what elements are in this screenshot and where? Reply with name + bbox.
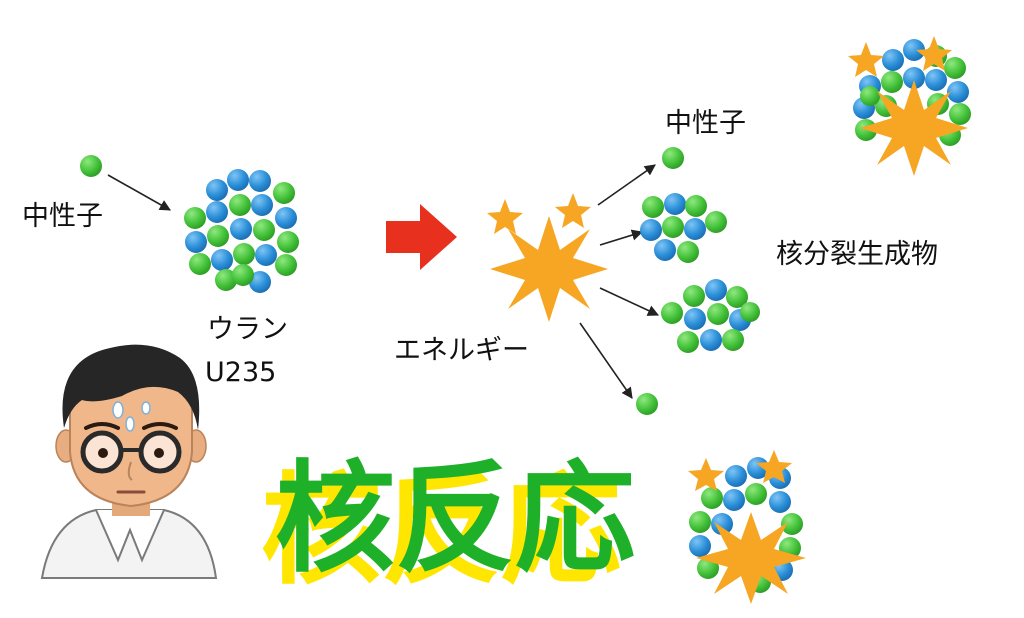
page-title: 核反応 核反応	[261, 450, 635, 601]
arrow-to-neutron-2	[579, 322, 633, 399]
reaction-arrow-icon	[386, 204, 457, 270]
released-neutron-2	[636, 393, 658, 415]
arrow-to-fragment-2	[599, 287, 660, 316]
arrow-to-fragment-1	[599, 229, 644, 246]
uranium-nucleus	[184, 169, 299, 293]
sparkle-star-icon	[487, 199, 523, 234]
label-energy: エネルギー	[394, 335, 529, 366]
released-neutron-1	[662, 147, 684, 169]
sparkle-star-icon	[555, 193, 591, 228]
incoming-arrow	[107, 174, 171, 211]
explosion-burst-icon	[490, 216, 608, 322]
decorative-fission-icon-bottom	[688, 450, 806, 604]
arrow-to-neutron	[597, 164, 656, 206]
label-fission-products: 核分裂生成物	[776, 239, 938, 270]
fission-fragment-2	[661, 279, 760, 353]
title-shadow-text: 核反応	[261, 462, 621, 601]
fission-fragment-1	[640, 193, 727, 263]
scientist-avatar-icon	[40, 344, 218, 579]
label-u235: U235	[205, 357, 277, 388]
decorative-fission-icon-top	[848, 36, 971, 176]
label-incoming-neutron: 中性子	[22, 201, 103, 232]
label-uranium: ウラン	[207, 314, 288, 345]
incoming-neutron	[80, 155, 102, 177]
title-text: 核反応	[275, 450, 635, 589]
label-released-neutron: 中性子	[665, 108, 746, 139]
